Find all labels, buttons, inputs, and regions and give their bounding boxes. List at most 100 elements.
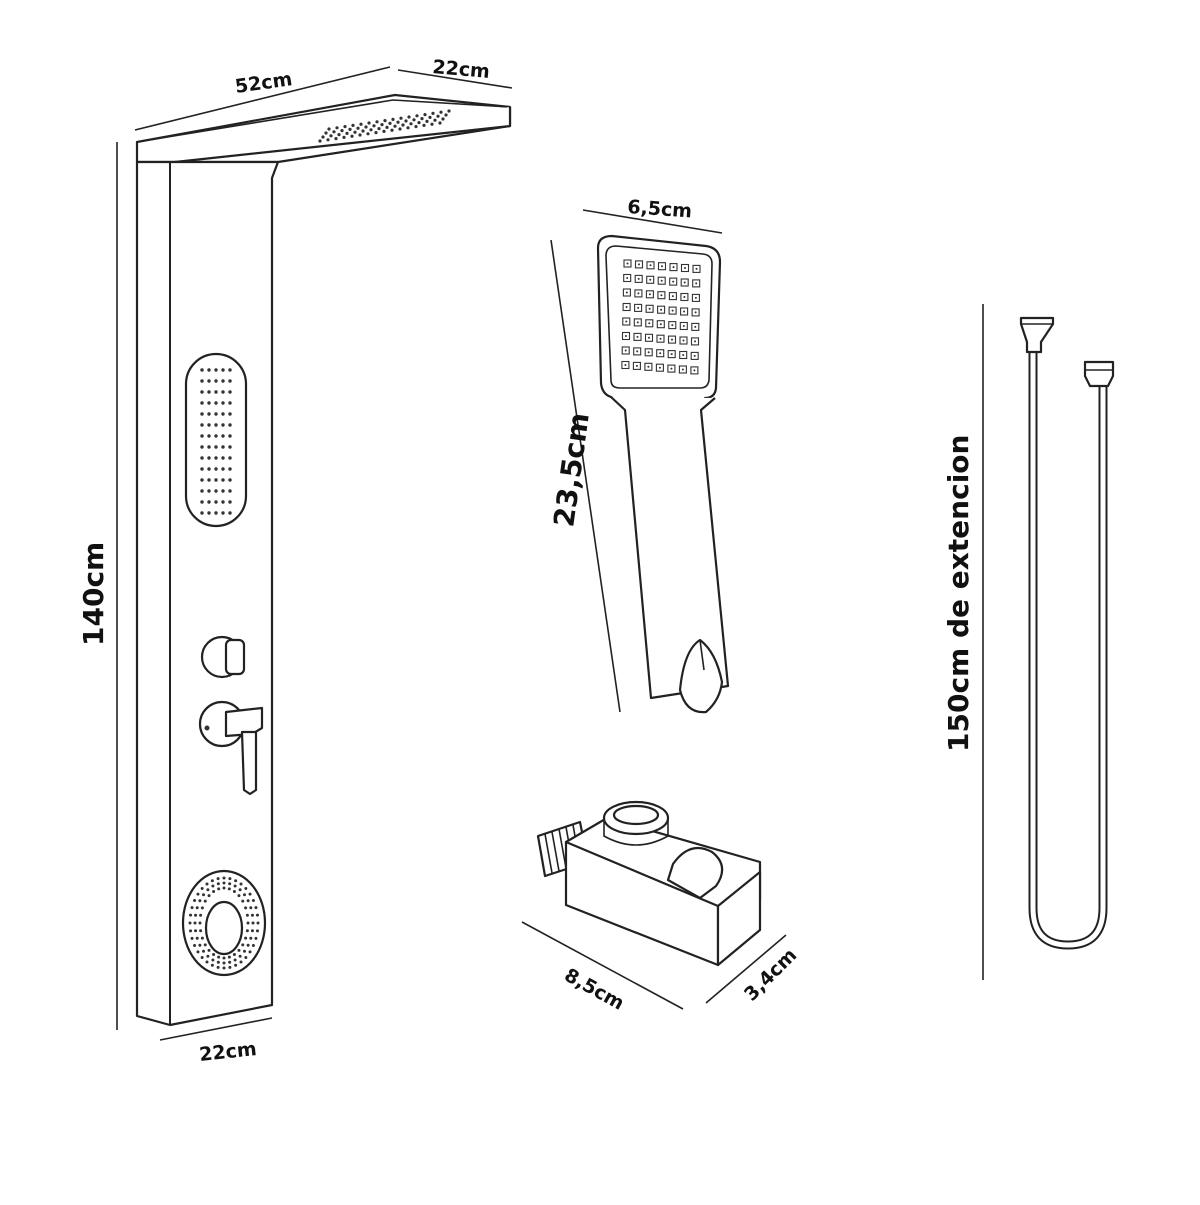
oval-nozzle — [228, 379, 232, 383]
oval-nozzle — [221, 467, 225, 471]
rain-head-top-edge — [136, 99, 511, 143]
rain-nozzle — [342, 135, 346, 139]
round-nozzle — [203, 899, 207, 903]
oval-nozzle — [200, 511, 204, 515]
hand-shower-face — [605, 245, 713, 389]
oval-nozzle — [200, 401, 204, 405]
rain-nozzle — [444, 113, 448, 117]
shower-panel: 52cm 22cm 140cm 22cm — [77, 56, 513, 1066]
rain-nozzle — [348, 127, 352, 131]
rain-nozzle — [382, 129, 386, 133]
oval-nozzle — [207, 368, 211, 372]
oval-nozzle — [228, 368, 232, 372]
round-nozzle — [254, 936, 258, 940]
bracket-length-label: 8,5cm — [561, 964, 628, 1015]
rain-nozzle — [398, 127, 402, 131]
oval-nozzle — [214, 390, 218, 394]
hand-nozzle-dot — [671, 309, 674, 312]
hand-nozzle-dot — [625, 291, 628, 294]
round-nozzle — [198, 943, 202, 947]
round-nozzle — [222, 886, 226, 890]
round-nozzle — [195, 936, 199, 940]
oval-nozzle — [221, 456, 225, 460]
round-nozzle — [233, 958, 237, 962]
hand-shower-width-label: 6,5cm — [627, 196, 693, 222]
panel-top-width-line — [134, 66, 391, 131]
round-nozzle — [248, 892, 252, 896]
round-nozzle — [200, 906, 204, 910]
round-nozzle — [228, 965, 232, 969]
round-nozzle — [244, 906, 248, 910]
round-nozzle — [211, 884, 215, 888]
body-jet-nozzles — [200, 368, 232, 515]
rain-nozzle — [372, 124, 376, 128]
oval-nozzle — [221, 434, 225, 438]
oval-nozzle — [221, 379, 225, 383]
oval-nozzle — [207, 456, 211, 460]
round-jet-nozzles — [188, 876, 260, 970]
round-nozzle — [194, 929, 198, 933]
hand-shower-connector-edge — [699, 639, 705, 671]
round-nozzle — [205, 882, 209, 886]
rain-nozzle — [326, 138, 330, 142]
round-nozzle — [233, 884, 237, 888]
round-nozzle — [228, 877, 232, 881]
round-nozzle — [189, 929, 193, 933]
hand-nozzle-dot — [647, 365, 650, 368]
oval-nozzle — [207, 500, 211, 504]
round-nozzle — [222, 966, 226, 970]
round-nozzle — [246, 943, 250, 947]
round-nozzle — [199, 913, 203, 917]
panel-bottom-width-line — [159, 1017, 273, 1041]
oval-nozzle — [207, 467, 211, 471]
rain-nozzle — [377, 127, 381, 131]
oval-nozzle — [207, 379, 211, 383]
hand-nozzle-dot — [682, 325, 685, 327]
rain-nozzle — [406, 126, 410, 130]
hand-nozzle-dot — [693, 369, 696, 372]
rain-nozzle — [385, 125, 389, 129]
hand-nozzle-dot — [694, 311, 697, 314]
oval-nozzle — [228, 434, 232, 438]
oval-nozzle — [221, 489, 225, 493]
hand-nozzle-dot — [660, 279, 663, 282]
rain-nozzle — [423, 113, 427, 117]
rain-nozzle — [337, 133, 341, 137]
mixer-screw — [204, 725, 210, 731]
rain-nozzle — [361, 129, 365, 133]
round-nozzle — [246, 921, 250, 925]
oval-nozzle — [228, 423, 232, 427]
oval-nozzle — [207, 445, 211, 449]
hand-nozzle-dot — [637, 277, 640, 280]
hand-nozzle-dot — [624, 349, 627, 352]
hand-nozzle-dot — [695, 267, 698, 270]
hand-nozzle-dot — [694, 296, 697, 299]
rain-nozzle — [359, 122, 363, 126]
hand-nozzle-dot — [649, 264, 652, 267]
hand-shower-connector — [678, 638, 724, 714]
rain-nozzle — [417, 121, 421, 125]
round-nozzle — [217, 887, 221, 891]
oval-nozzle — [228, 445, 232, 449]
oval-nozzle — [221, 445, 225, 449]
oval-nozzle — [228, 478, 232, 482]
hand-shower-length-label: 23,5cm — [547, 411, 596, 529]
round-nozzle — [212, 953, 216, 957]
hand-nozzle-dot — [671, 295, 674, 298]
round-nozzle — [201, 949, 205, 953]
hand-nozzle-dot — [683, 310, 686, 313]
oval-nozzle — [200, 500, 204, 504]
hand-nozzle-dot — [648, 322, 651, 325]
oval-nozzle — [200, 423, 204, 427]
round-nozzle — [241, 899, 245, 903]
round-nozzle — [249, 936, 253, 940]
oval-nozzle — [214, 456, 218, 460]
round-nozzle — [207, 894, 211, 898]
oval-nozzle — [214, 500, 218, 504]
rain-nozzle — [388, 121, 392, 125]
rain-nozzle — [436, 114, 440, 118]
round-nozzle — [222, 956, 226, 960]
round-nozzle — [216, 960, 220, 964]
round-nozzle — [251, 921, 255, 925]
